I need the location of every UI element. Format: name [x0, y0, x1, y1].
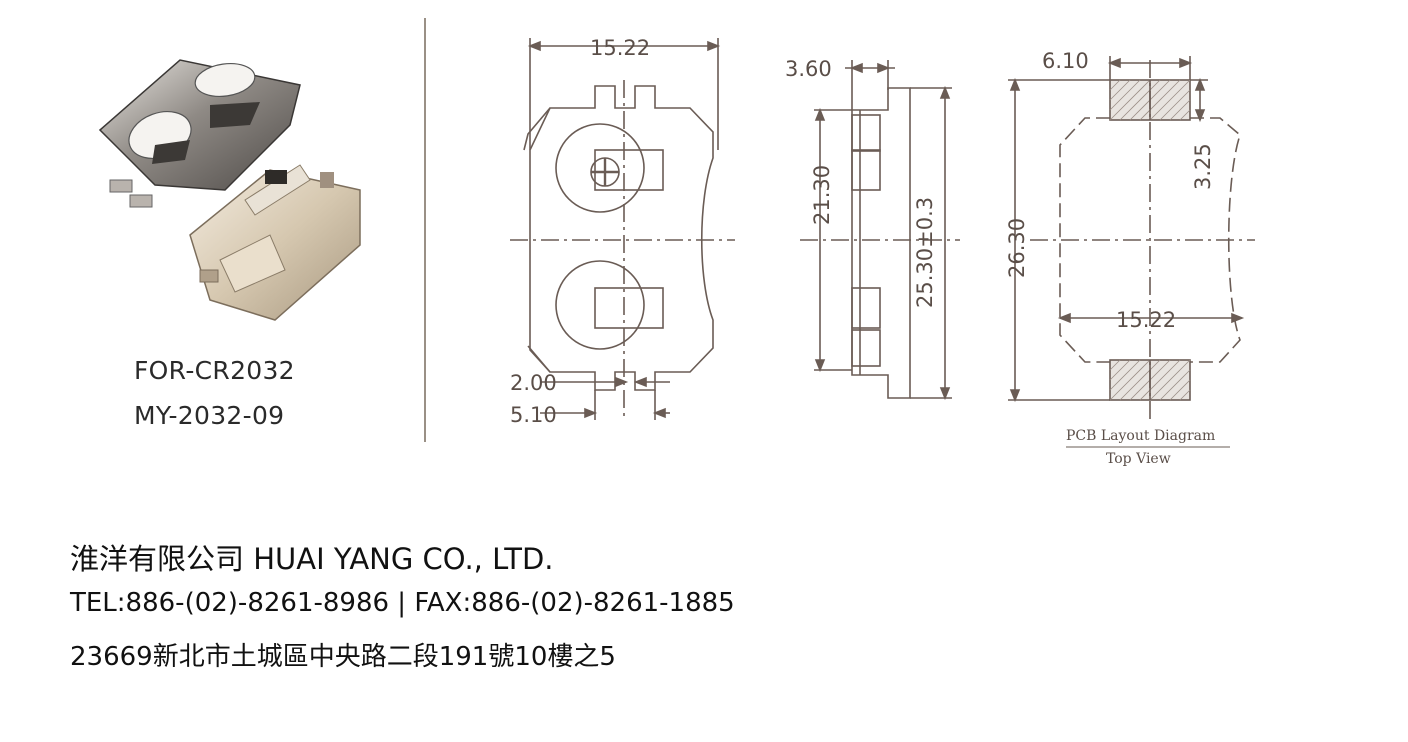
company-name: 淮洋有限公司 HUAI YANG CO., LTD.: [70, 542, 554, 576]
pcb-caption-title: PCB Layout Diagram: [1066, 428, 1215, 444]
pad-width-label: 6.10: [1042, 49, 1089, 73]
front-width-label: 15.22: [590, 36, 650, 60]
pcb-layout-drawing: [1008, 56, 1255, 448]
battery-holder-top-view: [98, 59, 301, 208]
battery-type-label: FOR-CR2032: [134, 356, 295, 385]
vertical-divider: [424, 18, 426, 442]
battery-holder-bottom-view: [189, 164, 361, 321]
side-view-drawing: [800, 60, 960, 401]
body-width-label: 15.22: [1116, 308, 1176, 332]
model-label-box: FOR-CR2032 MY-2032-09: [120, 346, 396, 442]
technical-drawings: 15.22 2.00 5.10 3.60 21.30 25.30±0.3 6.1…: [510, 36, 1255, 467]
thickness-label: 3.60: [785, 57, 832, 81]
overall-length-label: 25.30±0.3: [913, 197, 937, 308]
company-address: 23669新北市土城區中央路二段191號10樓之5: [70, 642, 616, 672]
contact-info: TEL:886-(02)-8261-8986 | FAX:886-(02)-82…: [70, 588, 735, 618]
pcb-caption-sub: Top View: [1106, 451, 1171, 467]
front-view-drawing: [510, 38, 735, 420]
inner-length-label: 21.30: [810, 165, 834, 225]
product-photo: [98, 59, 361, 321]
tab-spacing-label: 2.00: [510, 371, 557, 395]
pad-height-label: 3.25: [1191, 143, 1215, 190]
pad-span-label: 26.30: [1005, 218, 1029, 278]
model-number-label: MY-2032-09: [134, 401, 285, 430]
tab-width-label: 5.10: [510, 403, 557, 427]
